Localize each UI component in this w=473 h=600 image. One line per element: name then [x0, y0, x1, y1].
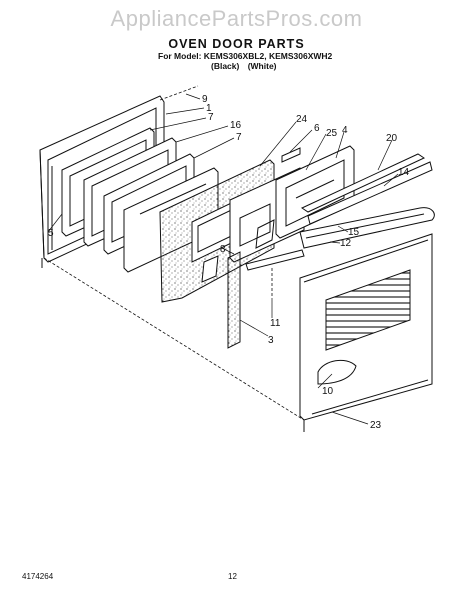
callout-11: 11	[270, 318, 281, 329]
callout-25: 25	[326, 128, 338, 139]
hinge-strip	[245, 249, 305, 271]
callout-7-lower: 7	[236, 132, 242, 143]
watermark: AppliancePartsPros.com	[110, 6, 363, 31]
handle-assembly	[299, 207, 435, 249]
callout-9: 9	[202, 94, 208, 105]
callout-23: 23	[370, 420, 382, 431]
callout-1: 1	[206, 103, 212, 114]
callout-6: 6	[314, 123, 320, 134]
callout-7: 7	[208, 112, 214, 123]
outer-door-panel	[299, 233, 433, 432]
callout-8: 8	[220, 244, 226, 255]
callout-4: 4	[342, 125, 348, 136]
callout-16: 16	[230, 120, 242, 131]
callout-24: 24	[296, 114, 308, 125]
door-bracket	[281, 147, 301, 163]
callout-10: 10	[322, 386, 334, 397]
top-vent-trim	[300, 153, 433, 225]
door-seal-strip	[227, 251, 241, 349]
document-number: 4174264	[22, 572, 54, 581]
page-number: 12	[228, 572, 237, 581]
model-numbers: For Model: KEMS306XBL2, KEMS306XWH2	[158, 51, 333, 61]
callout-12: 12	[340, 238, 352, 249]
callout-14: 14	[398, 167, 410, 178]
page-title: OVEN DOOR PARTS	[168, 37, 305, 51]
callout-20: 20	[386, 133, 398, 144]
callout-3: 3	[268, 335, 274, 346]
callout-5: 5	[48, 228, 54, 239]
model-colors: (Black) (White)	[211, 61, 277, 71]
callout-15: 15	[348, 227, 360, 238]
